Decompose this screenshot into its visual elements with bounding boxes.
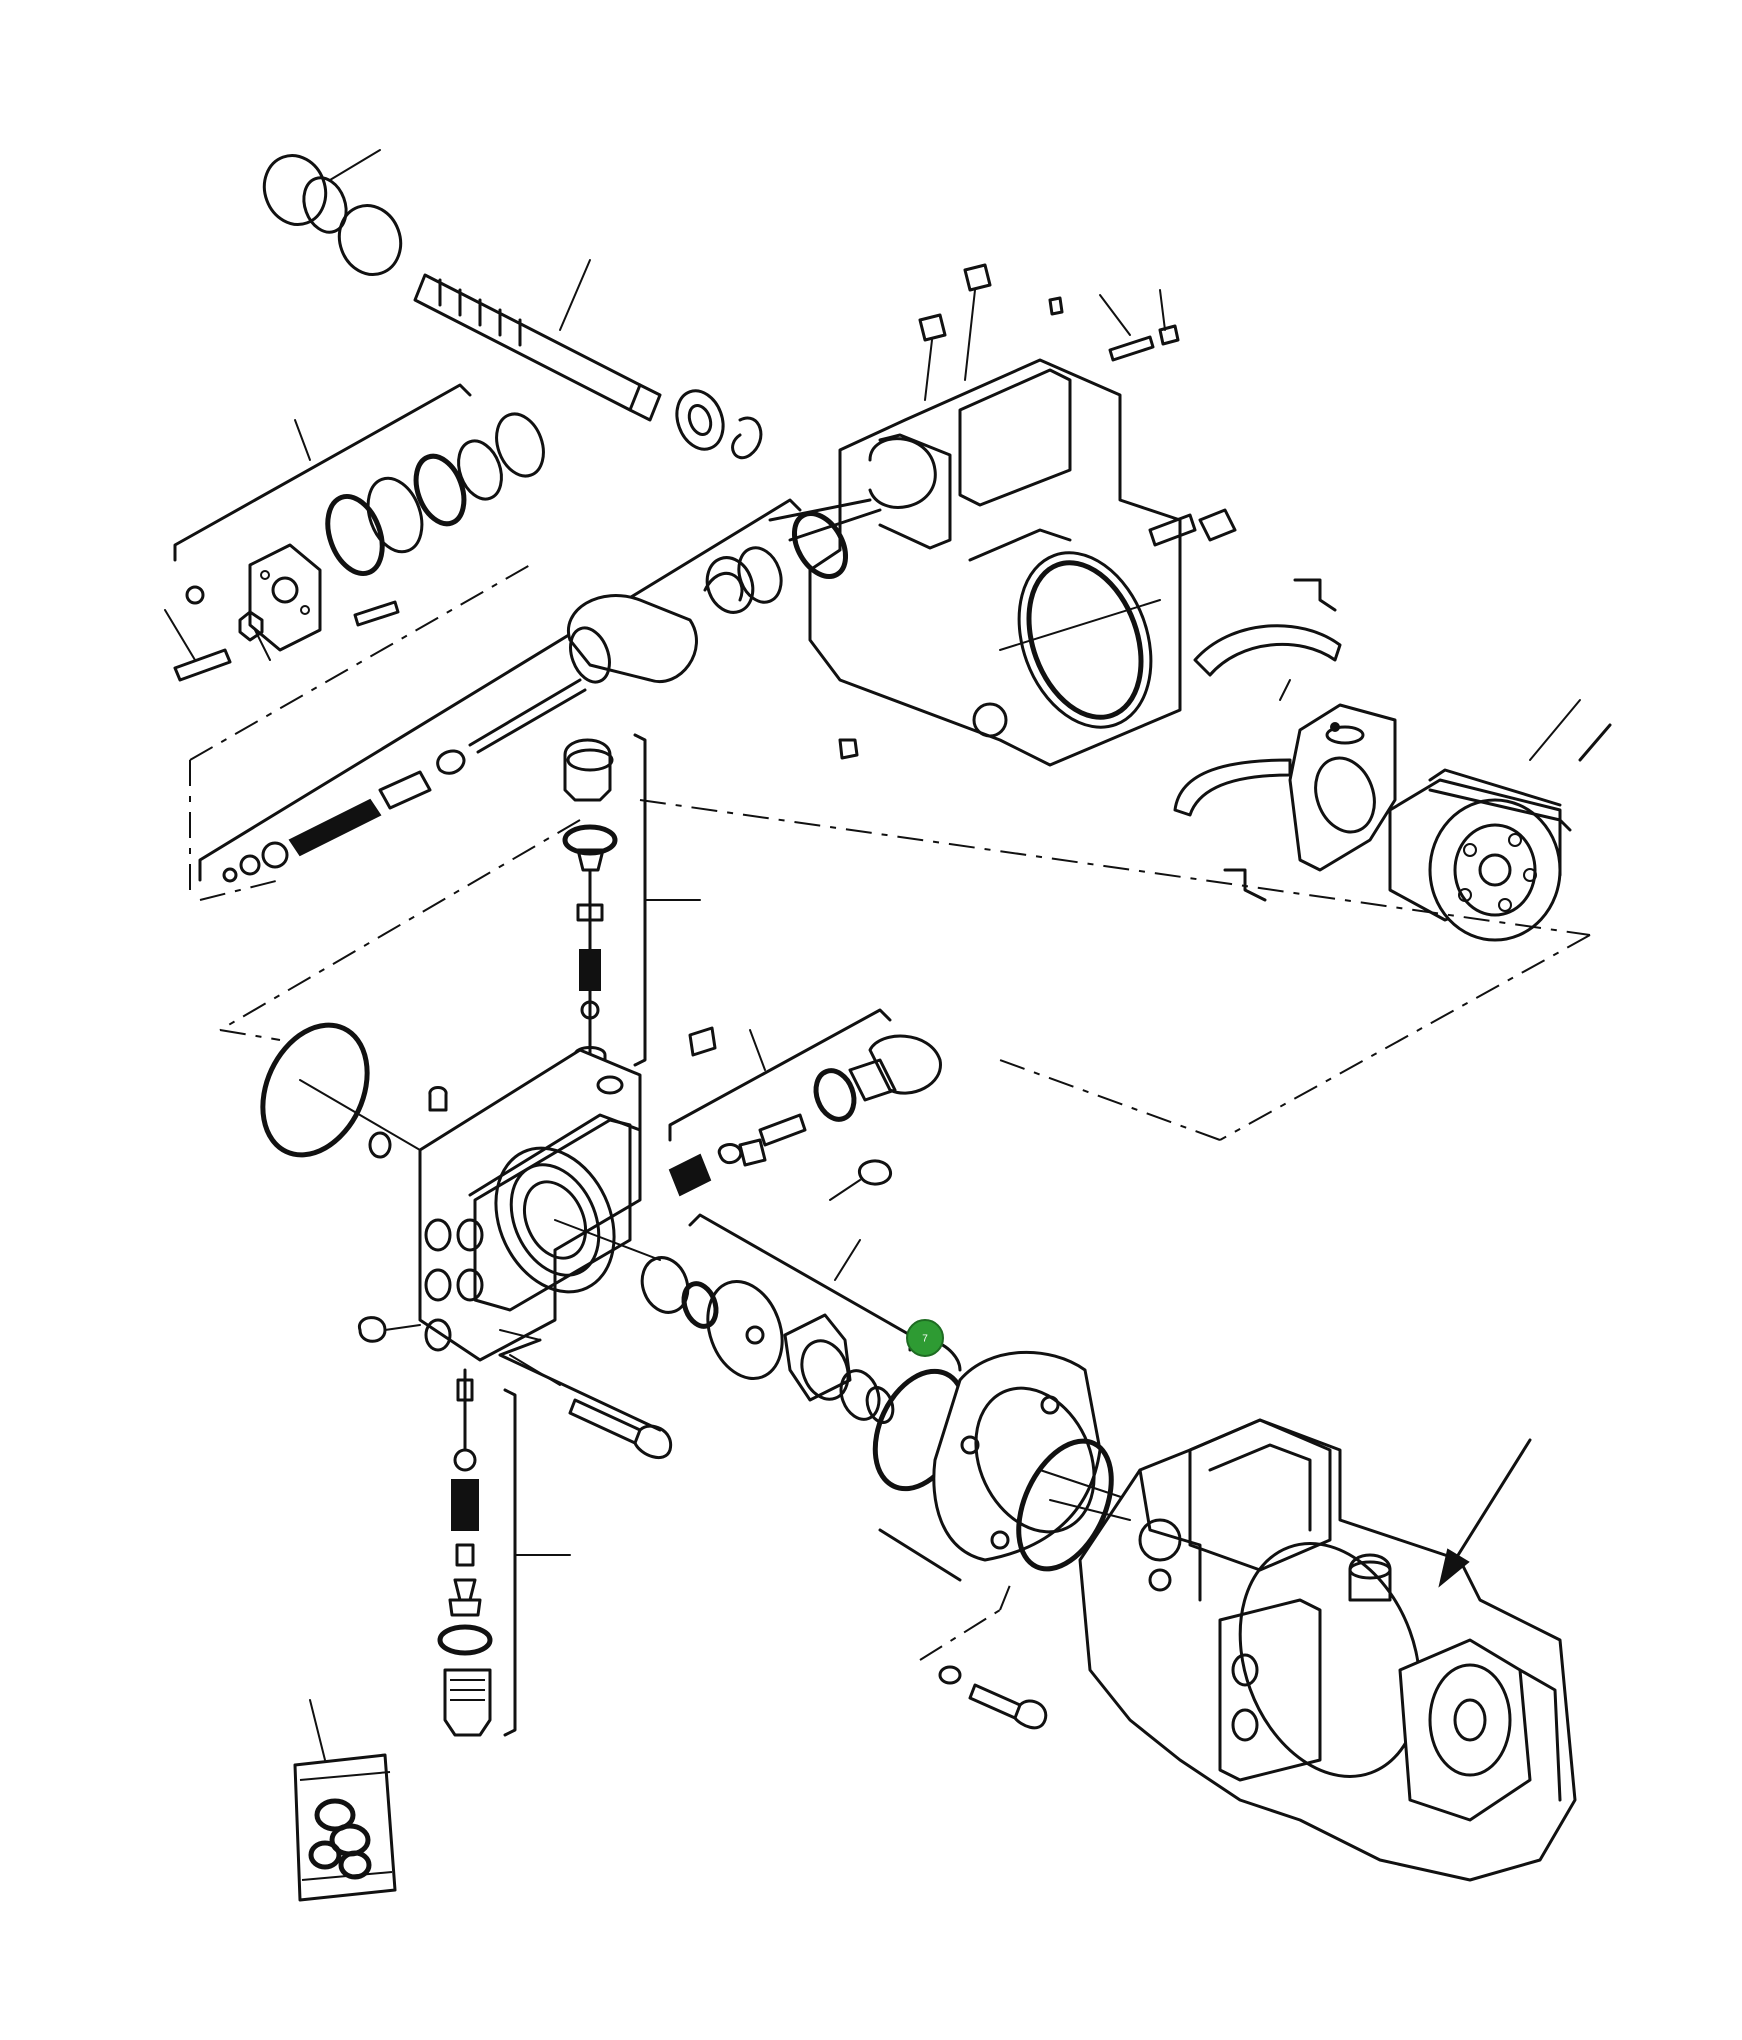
block-screws[interactable] (358, 1026, 717, 1343)
mounting-flange[interactable] (878, 1350, 1131, 1583)
cylinder-dashed-guide (639, 799, 1591, 1141)
relief-valve-stack-bottom[interactable] (437, 1368, 493, 1737)
seal-kit-bag[interactable] (293, 1699, 397, 1902)
swashplate[interactable] (1288, 703, 1397, 872)
flange-bolt-washer[interactable] (919, 1584, 1048, 1730)
swashplate-screw[interactable] (1148, 508, 1237, 547)
relief-valve-bracket-bottom (503, 1388, 571, 1737)
callout-number: 7 (922, 1334, 928, 1345)
compensator-spring[interactable] (222, 770, 432, 883)
control-valve-block[interactable] (418, 1048, 661, 1362)
compensator-bracket (189, 498, 802, 901)
drive-shaft[interactable] (413, 259, 662, 422)
housing-plugs[interactable] (838, 263, 1064, 760)
compensator-sleeve[interactable] (564, 542, 789, 688)
shaft-seal-flange[interactable] (248, 543, 322, 652)
assembly-arrow (1438, 1438, 1532, 1588)
coupling-parts[interactable] (635, 1251, 898, 1426)
long-bolt[interactable] (498, 1329, 673, 1460)
relief-valve-bracket-top (633, 733, 701, 1067)
compensator-rod[interactable] (436, 678, 587, 775)
flange-bolts[interactable] (164, 585, 400, 682)
snap-ring-group-top[interactable] (255, 147, 410, 283)
swashplate-bearings[interactable] (1173, 578, 1342, 902)
cutoff-valve-bracket (668, 1008, 892, 1142)
seal-kit-bracket (173, 383, 472, 562)
adjustment-screw[interactable] (1099, 289, 1180, 362)
cutoff-valve-parts[interactable] (668, 1034, 942, 1201)
seal-rings-group[interactable] (318, 407, 552, 581)
cylinder-block[interactable] (1388, 699, 1612, 942)
callout-bubble[interactable]: 7 (906, 1319, 944, 1357)
housing-o-ring[interactable] (768, 498, 882, 585)
relief-valve-stack-top[interactable] (562, 738, 618, 1072)
block-dashed-guide (219, 819, 581, 1041)
pump-housing[interactable] (808, 358, 1182, 767)
complete-pump-assembly[interactable] (1049, 1418, 1577, 1882)
block-o-ring[interactable] (243, 1008, 421, 1172)
shaft-bearing[interactable] (669, 384, 763, 459)
